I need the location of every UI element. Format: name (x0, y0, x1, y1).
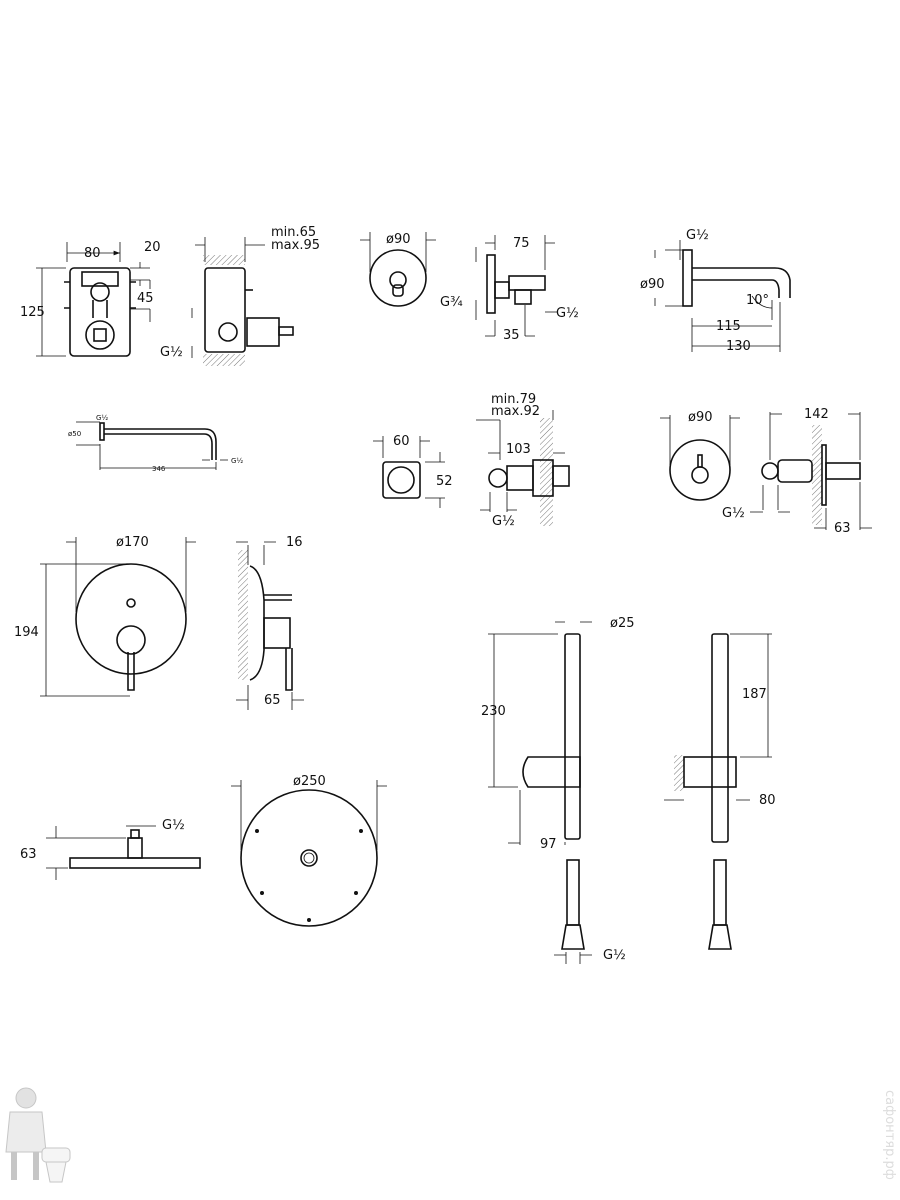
dim-length: 346 (152, 465, 166, 473)
diverter-side-view: min.79 max.92 103 G½ (476, 392, 570, 529)
dim-holder-projection: 80 (759, 793, 776, 808)
dim-projection: 63 (834, 521, 851, 536)
dim-length: 75 (513, 236, 530, 251)
thread-label: G½ (162, 818, 185, 833)
head-shower-side-view: 63 G½ (20, 818, 201, 880)
dim-width: 80 (84, 246, 101, 261)
mixer-side-view: 16 65 (236, 535, 304, 710)
head-shower-top-view: ø250 (231, 774, 387, 927)
thread-wall: G½ (96, 414, 108, 422)
hose-thread: G½ (603, 948, 626, 963)
dim-diameter: ø90 (386, 232, 411, 247)
dim-depth-min: min.79 (491, 392, 536, 407)
small-cover-plate: ø90 (360, 232, 436, 307)
dim-diameter: ø170 (116, 535, 149, 550)
mixer-cover-plate-front: ø170 194 (14, 535, 196, 697)
dim-height: 52 (436, 474, 453, 489)
dim-top-offset: 20 (144, 240, 161, 255)
dim-height: 125 (20, 305, 45, 320)
dim-handle-projection: 65 (264, 693, 281, 708)
dim-width: 60 (393, 434, 410, 449)
dim-height: 194 (14, 625, 39, 640)
thread-label: G½ (492, 514, 515, 529)
watermark: сафонтяр.рф (882, 1090, 897, 1180)
dim-diameter: ø90 (640, 277, 665, 292)
dim-height: 63 (20, 847, 37, 862)
concealed-box-side-view: min.65 max.95 G½ (160, 225, 320, 366)
rough-in-plate: 60 52 (373, 434, 453, 508)
dim-depth-max: max.95 (271, 238, 320, 253)
dim-diameter: ø25 (610, 616, 635, 631)
dim-height: 230 (481, 704, 506, 719)
dim-spacing: 45 (137, 291, 154, 306)
dim-diameter: ø90 (688, 410, 713, 425)
svg-text:сафонтяр.рф: сафонтяр.рф (882, 1090, 897, 1180)
dim-flange: ø50 (68, 430, 81, 438)
bath-spout-side-view: G½ ø90 115 130 10° (640, 228, 791, 354)
dim-length: 103 (506, 442, 531, 457)
hand-shower-side-view: 187 80 (664, 633, 776, 950)
thread-out: G½ (556, 306, 579, 321)
dim-total-length: 130 (726, 339, 751, 354)
plumber-logo (5, 1087, 71, 1183)
dim-diameter: ø250 (293, 774, 326, 789)
dim-depth-max: max.92 (491, 404, 540, 419)
dim-offset: 35 (503, 328, 520, 343)
thread-end: G½ (231, 457, 243, 465)
dim-plate-depth: 16 (286, 535, 303, 550)
dim-length: 142 (804, 407, 829, 422)
hand-shower-with-holder: ø25 230 97 G½ (481, 616, 635, 964)
thermostatic-side-view: 142 G½ 63 (722, 407, 872, 536)
dim-length: 187 (742, 687, 767, 702)
dim-angle: 10° (746, 293, 769, 308)
dim-holder-projection: 97 (540, 837, 557, 852)
concealed-box-front-view: 80 20 45 125 (20, 240, 161, 357)
thread-in: G¾ (440, 295, 463, 310)
shower-arm: G½ ø50 346 G½ (68, 414, 243, 473)
wall-outlet-elbow: 75 G¾ 35 G½ (440, 235, 579, 343)
dim-inner-length: 115 (716, 319, 741, 334)
thread-label: G½ (722, 506, 745, 521)
thread-label: G½ (160, 345, 183, 360)
thermostatic-plate: ø90 (660, 410, 740, 501)
thread-label: G½ (686, 228, 709, 243)
dim-depth-min: min.65 (271, 225, 316, 240)
